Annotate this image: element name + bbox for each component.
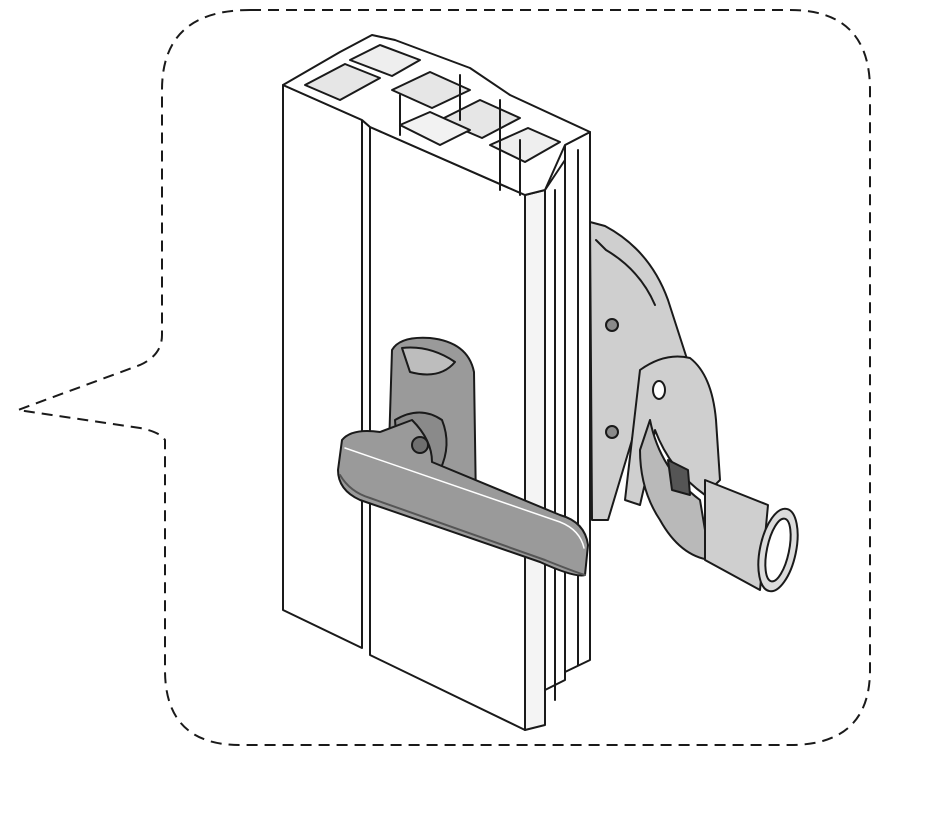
- profile-chamber-3: [391, 71, 471, 109]
- crank-opener-arm: [589, 221, 799, 593]
- profile-side-strip: [524, 189, 546, 731]
- callout-bubble: [17, 9, 871, 746]
- opener-plate-edge: [595, 239, 656, 306]
- profile-chamber-6: [399, 111, 471, 146]
- handle-lever-underside: [339, 474, 586, 576]
- profile-chamber-2: [349, 44, 421, 77]
- profile-left-face: [282, 84, 363, 649]
- opener-tube-opening: [764, 517, 792, 583]
- opener-arm: [624, 355, 721, 506]
- opener-latch: [667, 459, 691, 496]
- handle-lever-top: [344, 447, 585, 549]
- window-handle: [337, 336, 589, 577]
- opener-screw-bottom: [605, 425, 619, 439]
- profile-chamber-5: [489, 127, 561, 163]
- opener-screw-top: [605, 318, 619, 332]
- handle-rosette-top: [401, 346, 456, 376]
- opener-tube: [704, 479, 769, 591]
- profile-chamber-1: [304, 63, 381, 101]
- opener-pivot-hole: [652, 380, 666, 400]
- handle-spindle-icon: [411, 436, 429, 454]
- handle-lever: [337, 419, 589, 577]
